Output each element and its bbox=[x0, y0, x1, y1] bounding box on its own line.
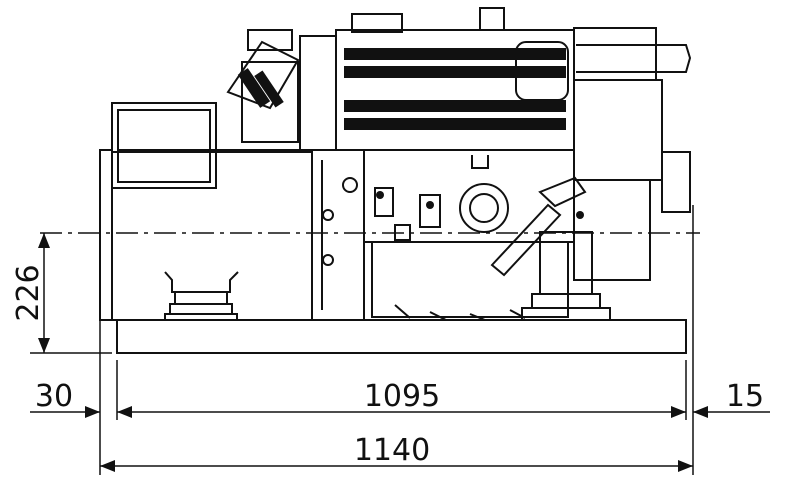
base-frame bbox=[116, 319, 687, 354]
heat-exchanger bbox=[573, 79, 663, 181]
terminal-box bbox=[111, 102, 217, 189]
alternator-mount bbox=[164, 271, 239, 293]
exhaust-elbow bbox=[576, 44, 692, 73]
right-offset-dimension-label: 15 bbox=[726, 379, 764, 414]
base-length-dimension-label: 1095 bbox=[364, 379, 440, 414]
engine-pulley bbox=[459, 183, 509, 233]
alternator-body bbox=[111, 151, 313, 321]
oil-sump bbox=[371, 241, 569, 318]
flywheel-housing bbox=[311, 149, 365, 321]
coolant-hose bbox=[490, 203, 562, 277]
air-intake bbox=[241, 61, 299, 143]
left-offset-dimension-label: 30 bbox=[35, 379, 73, 414]
overall-length-dimension-label: 1140 bbox=[354, 433, 430, 468]
generator-outline bbox=[99, 7, 692, 354]
cylinder-head-fins bbox=[237, 48, 584, 219]
alternator-endplate bbox=[99, 149, 113, 321]
dimension-lines bbox=[30, 233, 770, 472]
height-dimension-label: 226 bbox=[11, 264, 46, 321]
